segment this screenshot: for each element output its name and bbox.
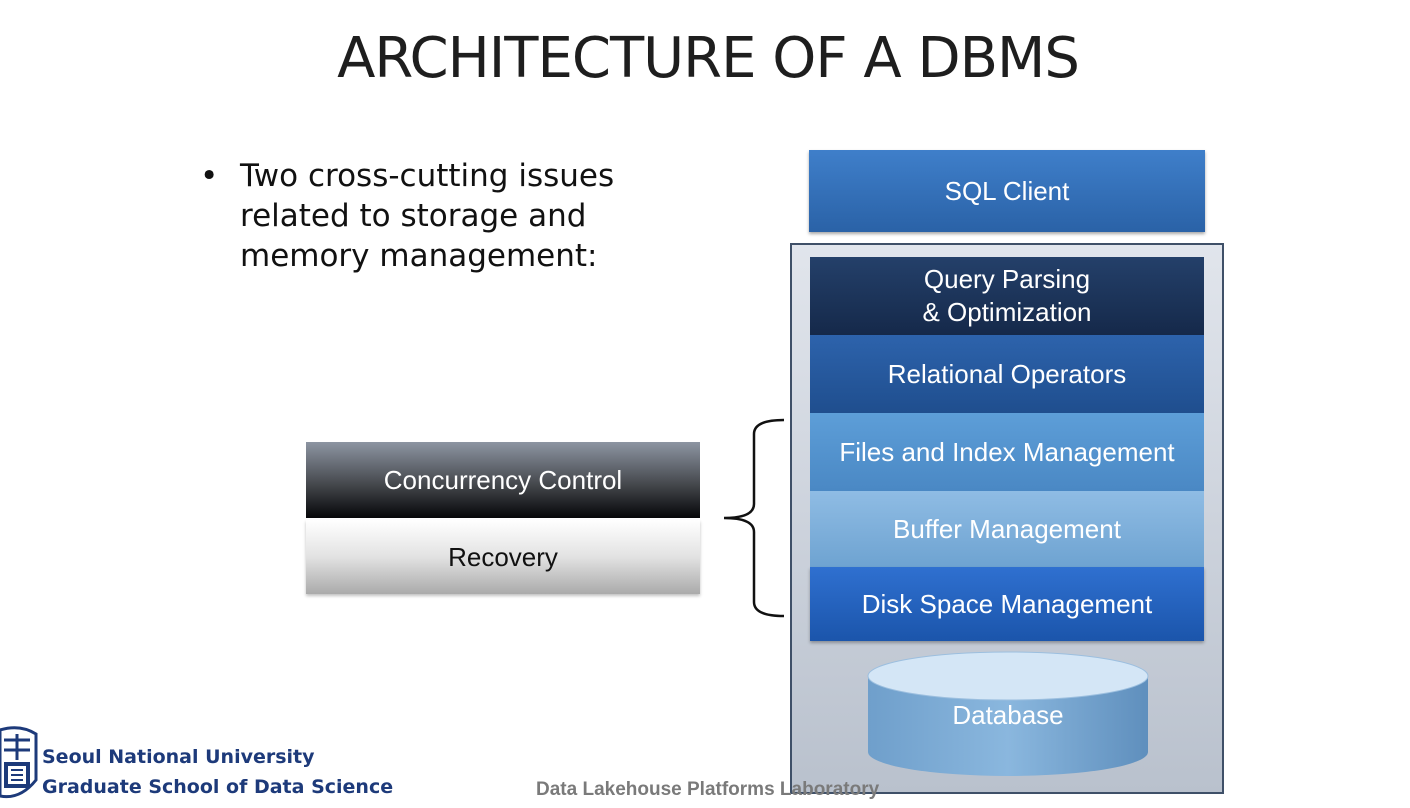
recovery-box: Recovery <box>306 520 700 594</box>
relational-operators-layer: Relational Operators <box>810 335 1204 413</box>
university-emblem-icon <box>0 726 38 799</box>
bullet-dot-icon: • <box>200 158 219 194</box>
bullet-text: Two cross-cutting issues related to stor… <box>240 158 615 274</box>
curly-brace-icon <box>723 418 785 618</box>
concurrency-control-box: Concurrency Control <box>306 442 700 518</box>
database-label: Database <box>952 700 1064 730</box>
university-name: Seoul National University <box>42 746 315 768</box>
sql-client-box: SQL Client <box>809 150 1205 232</box>
disk-space-layer: Disk Space Management <box>810 567 1204 641</box>
files-index-layer: Files and Index Management <box>810 413 1204 491</box>
school-name: Graduate School of Data Science <box>42 776 394 798</box>
buffer-management-layer: Buffer Management <box>810 491 1204 567</box>
query-parsing-layer: Query Parsing & Optimization <box>810 257 1204 335</box>
query-parsing-label-line2: & Optimization <box>922 297 1092 327</box>
query-parsing-label-line1: Query Parsing <box>923 264 1091 294</box>
lab-footer: Data Lakehouse Platforms Laboratory <box>536 779 880 800</box>
slide-title: ARCHITECTURE OF A DBMS <box>337 26 1080 91</box>
database-cylinder-icon <box>867 651 1149 776</box>
university-logo-text: Seoul National University Graduate Schoo… <box>42 742 393 802</box>
bullet-point: • Two cross-cutting issues related to st… <box>200 156 640 276</box>
